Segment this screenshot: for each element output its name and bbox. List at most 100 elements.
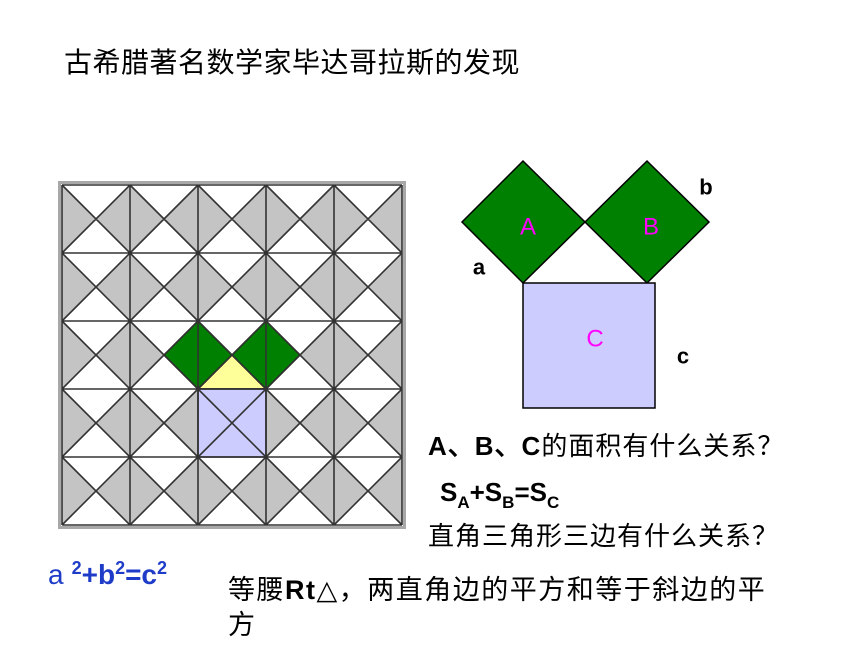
tile-triangle-bottom <box>266 219 334 253</box>
tile-triangle-top <box>266 185 334 219</box>
tile-triangle-bottom <box>62 287 130 321</box>
tile-triangle-right <box>96 185 130 253</box>
question-area-letters: A、B、C <box>428 431 542 461</box>
tile-triangle-left <box>62 185 96 253</box>
tile-triangle-left <box>130 389 164 457</box>
tile-triangle-right <box>232 457 266 525</box>
tile-triangle-right <box>300 253 334 321</box>
formula-term-base: +S <box>469 477 503 507</box>
conclusion-text-part: 方 <box>228 610 257 641</box>
tile-triangle-bottom <box>198 287 266 321</box>
side-c-label: c <box>677 344 689 369</box>
tile-triangle-left <box>130 253 164 321</box>
tile-triangle-top <box>130 389 198 423</box>
tile-triangle-right <box>164 253 198 321</box>
tile-triangle-left <box>198 457 232 525</box>
tile-triangle-right <box>300 389 334 457</box>
tile-triangle-right <box>368 253 402 321</box>
conclusion-text-rt: Rt <box>285 575 317 605</box>
question-sides-relation: 直角三角形三边有什么关系？ <box>428 522 780 552</box>
tile-triangle-bottom <box>334 423 402 457</box>
equation-term-base: a <box>48 559 64 590</box>
tile-triangle-bottom <box>130 355 198 389</box>
tile-triangle-bottom <box>334 219 402 253</box>
tile-triangle-right <box>96 457 130 525</box>
tile-triangle-right <box>300 457 334 525</box>
formula-term-base: S <box>440 477 458 507</box>
square-b-label: B <box>643 214 659 241</box>
tile-triangle-left <box>62 457 96 525</box>
question-area-text: 的面积有什么关系？ <box>541 432 785 462</box>
tiling-grid-lines <box>61 184 403 526</box>
tile-triangle-left <box>266 253 300 321</box>
tile-triangle-top <box>334 185 402 219</box>
tile-triangle-right <box>164 457 198 525</box>
tiling-frame <box>58 181 406 529</box>
pythagoras-squares-figure: A B C a b c <box>460 159 713 409</box>
tile-triangle-right <box>300 321 334 389</box>
tile-triangle-left <box>266 185 300 253</box>
page-title: 古希腊著名数学家毕达哥拉斯的发现 <box>64 46 521 79</box>
tile-triangle-top <box>198 457 266 491</box>
equation-term-exponent: 2 <box>157 558 168 578</box>
equation-term-base: =c <box>125 559 158 590</box>
tile-triangle-top <box>130 321 198 355</box>
tile-triangle-left <box>266 457 300 525</box>
tile-triangle-bottom <box>266 423 334 457</box>
formula-term-subscript: B <box>502 493 515 512</box>
tile-triangle-left <box>334 185 368 253</box>
tile-triangle-bottom <box>62 423 130 457</box>
conclusion-line-1: 等腰Rt△，两直角边的平方和等于斜边的平 <box>228 573 766 608</box>
tile-triangle-left <box>334 389 368 457</box>
formula-term-base: =S <box>514 477 547 507</box>
side-b-label: b <box>699 175 712 200</box>
tile-triangle-top <box>62 185 130 219</box>
tile-triangle-bottom <box>334 287 402 321</box>
tile-triangle-right <box>368 389 402 457</box>
tile-triangle-left <box>62 389 96 457</box>
tile-triangle-top <box>198 253 266 287</box>
tile-triangle-bottom <box>198 491 266 525</box>
conclusion-text-part: 等腰 <box>228 575 285 606</box>
formula-term-subscript: A <box>457 493 470 512</box>
tile-triangle-right <box>232 253 266 321</box>
question-area-relation: A、B、C的面积有什么关系？ <box>428 430 784 463</box>
tile-triangle-bottom <box>62 491 130 525</box>
equation-term-base: +b <box>81 559 116 590</box>
equation-term-exponent: 2 <box>115 558 126 578</box>
tile-triangle-bottom <box>266 491 334 525</box>
tile-triangle-top <box>266 389 334 423</box>
tile-triangle-bottom <box>266 287 334 321</box>
tile-triangle-bottom <box>266 355 334 389</box>
tile-triangle-right <box>164 389 198 457</box>
tile-triangle-left <box>198 185 232 253</box>
tile-triangle-left <box>130 321 164 389</box>
side-a-label: a <box>473 255 486 280</box>
square-c <box>522 282 656 409</box>
square-c-label: C <box>586 326 603 353</box>
tile-triangle-left <box>130 185 164 253</box>
conclusion-text-part: △，两直角边的平方和等于斜边的平 <box>316 575 767 606</box>
equation-term-exponent: 2 <box>71 558 82 578</box>
tile-triangle-top <box>62 321 130 355</box>
square-b <box>583 159 711 285</box>
tile-triangle-top <box>130 253 198 287</box>
tile-triangle-right <box>232 185 266 253</box>
conclusion-text: 等腰Rt△，两直角边的平方和等于斜边的平 方 <box>228 573 766 643</box>
tile-triangle-top <box>62 253 130 287</box>
tile-triangle-left <box>266 389 300 457</box>
tile-triangle-bottom <box>130 423 198 457</box>
tile-triangle-right <box>300 185 334 253</box>
tile-triangle-top <box>266 321 334 355</box>
tile-triangle-top <box>130 185 198 219</box>
formula-term-subscript: C <box>546 493 560 512</box>
tile-triangle-left <box>334 321 368 389</box>
tile-triangle-top <box>130 457 198 491</box>
tile-triangle-bottom <box>130 219 198 253</box>
tile-triangle-top <box>62 389 130 423</box>
tile-triangle-bottom <box>130 491 198 525</box>
tile-triangle-right <box>164 185 198 253</box>
tile-triangle-top <box>198 321 266 355</box>
